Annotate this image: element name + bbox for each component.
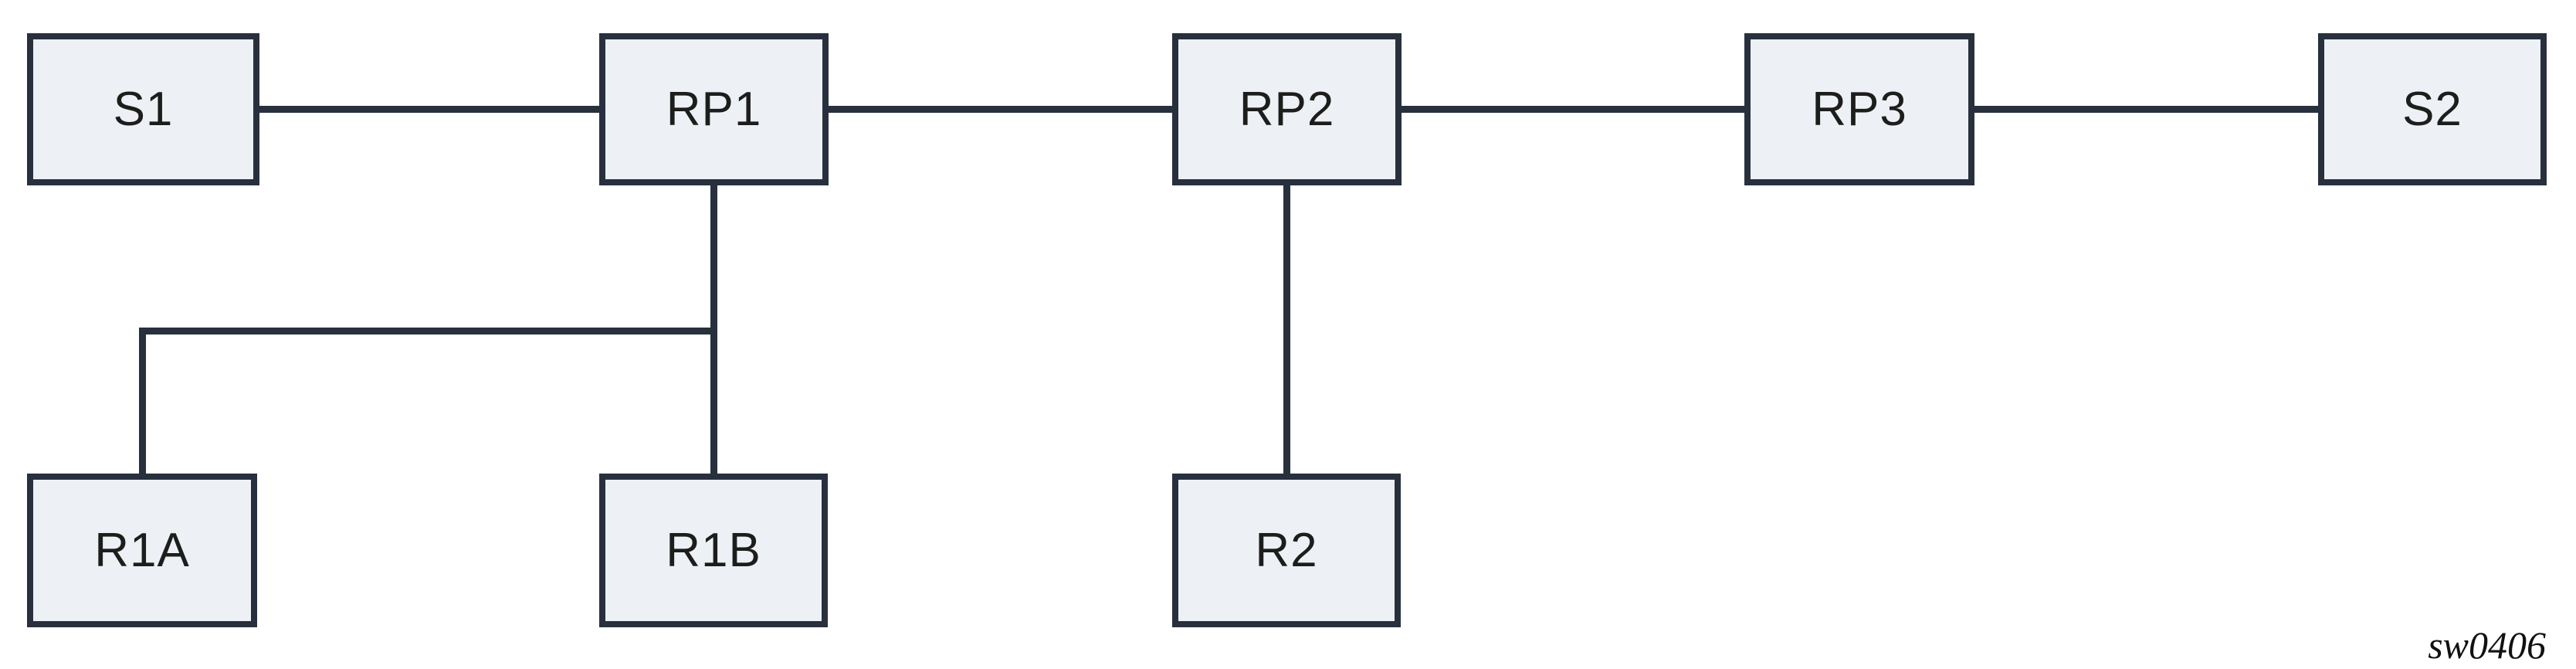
node-r1a-label: R1A — [94, 523, 190, 577]
node-s1-label: S1 — [113, 82, 174, 136]
node-r1a: R1A — [27, 474, 257, 627]
node-r2-label: R2 — [1255, 523, 1318, 577]
figure-code-watermark: sw0406 — [2428, 623, 2546, 667]
edge-rp1-r1a-horizontal — [139, 328, 717, 334]
node-s2-label: S2 — [2402, 82, 2462, 136]
edge-rp1-rp2 — [829, 106, 1172, 113]
edge-rp1-r1a-vertical — [139, 328, 146, 474]
node-s2: S2 — [2318, 33, 2547, 185]
node-rp1: RP1 — [599, 33, 829, 185]
node-r2: R2 — [1172, 474, 1401, 627]
node-rp3-label: RP3 — [1812, 82, 1907, 136]
node-r1b-label: R1B — [666, 523, 761, 577]
edge-s1-rp1 — [259, 106, 599, 113]
edge-rp2-rp3 — [1402, 106, 1744, 113]
node-s1: S1 — [27, 33, 259, 185]
node-r1b: R1B — [599, 474, 828, 627]
node-rp2: RP2 — [1172, 33, 1402, 185]
edge-rp3-s2 — [1974, 106, 2318, 113]
edge-rp2-r2 — [1283, 185, 1290, 474]
node-rp3: RP3 — [1744, 33, 1974, 185]
node-rp2-label: RP2 — [1239, 82, 1335, 136]
node-rp1-label: RP1 — [666, 82, 762, 136]
